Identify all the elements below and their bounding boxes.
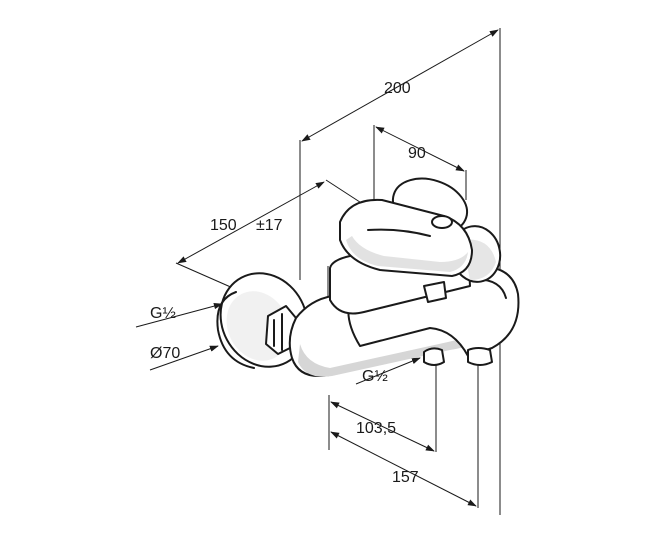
dim-line-200 (301, 29, 499, 142)
dimension-lines (135, 29, 499, 507)
bottom-outlet-left (423, 347, 445, 366)
dim-line-150 (177, 181, 325, 264)
faucet-body (216, 177, 520, 377)
leader-dia-70 (149, 345, 219, 371)
label-thread-bottom: G½ (362, 368, 388, 385)
label-200: 200 (384, 80, 411, 97)
label-150: 150 (210, 217, 237, 234)
label-90: 90 (408, 145, 426, 162)
handle-cap (431, 215, 453, 229)
label-103-5: 103,5 (356, 420, 396, 437)
label-diameter-70: Ø70 (150, 345, 180, 362)
dimension-labels: 200 90 150 ±17 G½ Ø70 G½ 103,5 157 (150, 80, 426, 486)
leader-thread-left (135, 303, 223, 328)
dim-line-157 (330, 431, 477, 507)
label-157: 157 (392, 469, 419, 486)
leader-thread-bottom (355, 357, 421, 385)
label-tolerance: ±17 (256, 217, 283, 234)
label-thread-left: G½ (150, 305, 176, 322)
diverter-knob (423, 281, 447, 303)
dim-line-90 (375, 126, 465, 172)
bottom-outlet-right (467, 347, 493, 366)
